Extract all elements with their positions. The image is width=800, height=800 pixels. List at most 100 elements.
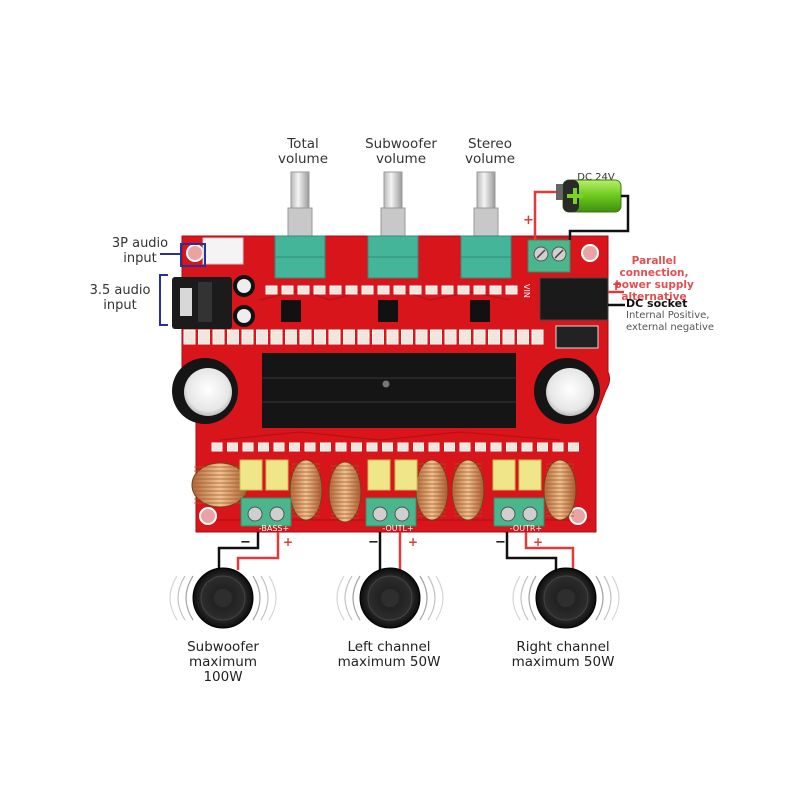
battery-wire-negative [568,194,630,240]
sound-wave [528,575,537,621]
sound-wave [435,575,444,621]
sound-wave [595,575,604,621]
smd-resistor [397,442,409,452]
label-3p-audio-input: 3P audio input [100,236,180,266]
film-capacitor [518,459,542,491]
knob-shaft [476,171,496,211]
smd-resistor [335,442,347,452]
smd-resistor [265,285,278,295]
smd-resistor [270,329,283,345]
smd-resistor [488,329,500,345]
smd-resistor [314,329,326,345]
output-terminal [240,497,292,527]
knob-label-line: volume [375,151,426,167]
inductor-coil [543,459,577,521]
power-terminal [527,239,571,273]
smd-resistor [521,442,533,452]
smd-resistor [256,329,268,345]
label-line: Internal Positive, [626,310,710,321]
large-capacitor-left [172,358,238,424]
sound-wave [603,575,612,621]
output-wiring: -BASS+−+-OUTL+−+-OUTR+−+ [169,524,620,629]
heatsink [262,353,516,428]
plus-sign: + [408,535,418,549]
op-amp-chips [281,300,490,322]
smd-resistor [415,329,428,345]
output-terminal-label: -OUTR+ [510,524,542,533]
smd-resistor [393,285,406,295]
sound-wave [344,575,353,621]
knob-label-line: Subwoofer [365,136,437,152]
smd-resistor [241,329,254,345]
knob-label-line: Stereo [468,136,512,152]
smd-resistor [297,285,310,295]
smd-resistor [289,442,300,452]
smd-resistor [227,329,239,345]
film-capacitor [239,459,263,491]
parallel-connection-label: Parallel connection, power supply altern… [604,255,704,303]
minus-sign: − [368,535,379,550]
smd-resistor [361,285,374,295]
smd-resistor [212,329,225,345]
sound-wave [252,575,261,621]
connector-3p [202,237,244,265]
label-line: maximum 50W [337,654,441,670]
smd-resistor [505,285,518,295]
inductor-coil [289,459,323,521]
mounting-holes [186,244,599,525]
smd-resistor [329,285,342,295]
label-line: input [103,298,137,313]
inductor-coil [451,459,485,521]
smd-resistor [357,329,370,345]
label-line: alternative [621,291,687,303]
input-callout-jack [159,274,168,326]
smd-resistor [428,442,440,452]
vin-label: VIN [522,284,531,298]
sound-wave [260,575,269,621]
sound-wave [177,575,186,621]
knob-label-total: Total volume [268,137,338,167]
input-callout-3p [160,243,206,267]
smd-resistor [444,329,457,345]
smd-resistor [273,442,285,452]
smd-resistor [343,329,355,345]
smd-resistor [386,329,399,345]
smd-resistor [382,442,393,452]
socket-plus-sign: + [612,277,622,291]
sound-wave [336,575,345,621]
minus-sign: − [240,535,251,550]
smd-resistor [459,442,471,452]
diode [555,325,599,349]
label-line: power supply [614,279,694,291]
smd-resistor [457,285,470,295]
speaker-icon [336,567,444,629]
smd-resistor [401,329,413,345]
smd-resistor [285,329,297,345]
sound-wave [520,575,529,621]
speaker-icon [169,567,277,629]
potentiometer [274,171,326,279]
label-line: Subwoofer [187,639,259,655]
smd-resistor [345,285,358,295]
smd-resistor [320,442,331,452]
smd-resistor [227,442,238,452]
label-line: external negative [626,322,715,333]
inductor-coil [415,459,449,521]
smd-resistor [299,329,312,345]
smd-resistor [242,442,254,452]
smd-resistor [473,285,486,295]
sound-wave [611,575,620,621]
smd-resistor [377,285,390,295]
knob-label-stereo: Stereo volume [455,137,525,167]
output-terminal-label: -OUTL+ [382,524,413,533]
label-line: 3P audio [111,236,169,251]
sound-wave [352,575,361,621]
potentiometer [367,171,419,279]
smd-resistor [441,285,454,295]
sound-wave [185,575,194,621]
knob-shaft [383,171,403,211]
wire-positive [524,532,575,570]
capacitor [237,309,251,323]
minus-sign: − [495,535,506,550]
label-line: maximum 100W [188,654,258,685]
